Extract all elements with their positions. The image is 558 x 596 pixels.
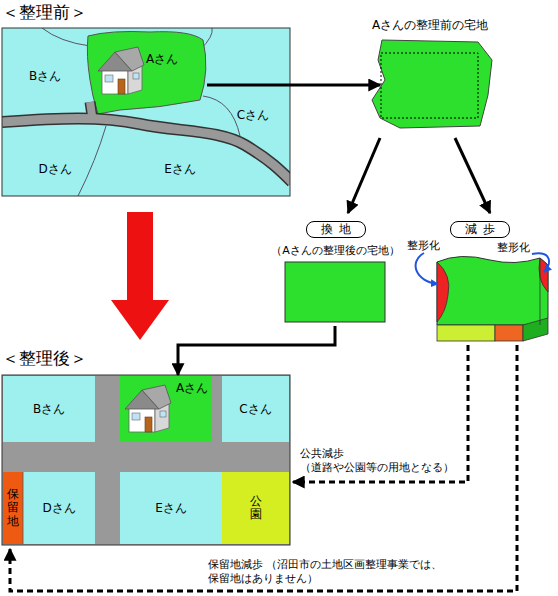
arrow-connector <box>348 138 380 213</box>
land-parcel: Bさん <box>15 64 75 88</box>
plot-before <box>381 53 478 118</box>
edge-label: 公共減歩 （道路や公園等の用地となる） <box>300 447 460 475</box>
land-parcel: Bさん <box>3 376 95 442</box>
road <box>2 375 290 545</box>
reduction-shape <box>437 325 495 341</box>
land-parcel: Dさん <box>23 472 95 544</box>
block-arrow <box>111 212 169 340</box>
reduction-shape <box>416 253 438 284</box>
arrow-connector <box>178 326 335 375</box>
after-map <box>23 472 24 544</box>
plot-figure: Aさんの整理前の宅地 <box>360 12 500 132</box>
house-icon <box>125 385 171 432</box>
reduction-shape <box>437 262 449 322</box>
label-text: Cさん <box>237 108 269 123</box>
plot-before <box>372 40 492 128</box>
label-text: 保留地 <box>7 488 19 528</box>
land-parcel: Aさん <box>88 34 205 110</box>
before-map <box>2 28 292 196</box>
reduction-box: 減歩整形化整形化 <box>405 215 555 345</box>
reduction-shape <box>416 253 549 341</box>
land-parcel: Eさん <box>145 158 215 180</box>
plot-before <box>372 40 492 128</box>
land-parcel: Dさん <box>25 158 85 180</box>
park-land: 公園 <box>222 472 289 544</box>
label-text: 公園 <box>250 495 262 521</box>
edge-layer <box>10 85 517 591</box>
label-text: 整形化 <box>497 241 530 255</box>
map-lines <box>78 126 106 196</box>
road <box>2 119 290 183</box>
replot-box: 換地 （Aさんの整理後の宅地） <box>258 215 413 325</box>
label-text: Dさん <box>38 162 71 177</box>
reduction-shape <box>437 256 548 325</box>
house-icon <box>98 47 144 94</box>
after-map <box>3 376 95 442</box>
term-badge: 減歩 <box>450 221 510 238</box>
edge-label: 保留地減歩 （沼田市の土地区画整理事業では、保留地はありません） <box>208 558 508 586</box>
reduction-shape <box>532 253 549 272</box>
label-text: Aさんの整理前の宅地 <box>372 18 488 33</box>
land-parcel: Aさん <box>120 376 212 442</box>
map-lines <box>2 28 290 196</box>
after-map <box>222 376 289 442</box>
land-parcel: Cさん <box>222 376 289 442</box>
a-plot <box>87 32 206 115</box>
reduction-shape <box>495 325 523 341</box>
section-title: ＜整理前＞ <box>2 2 87 23</box>
label-text: 整形化 <box>407 239 440 253</box>
label-text: Aさん <box>176 381 208 396</box>
map-border <box>2 28 290 196</box>
section-title: ＜整理後＞ <box>2 348 87 369</box>
label-text: Bさん <box>33 402 65 417</box>
after-map <box>120 472 222 544</box>
after-map <box>2 375 290 545</box>
label-text: Dさん <box>42 501 75 516</box>
map-panel: Bさん Aさん Cさん Dさん Eさん ＜整理前＞ <box>2 4 290 196</box>
reduction-shape <box>540 258 541 325</box>
dashed-arrow <box>10 345 517 591</box>
label-text: Eさん <box>164 162 196 177</box>
dashed-arrow <box>293 345 468 482</box>
label-text: （Aさんの整理後の宅地） <box>271 244 400 258</box>
map-border <box>2 375 290 545</box>
reduction-shape <box>523 318 548 341</box>
plot-after <box>285 262 385 322</box>
label-text: Bさん <box>29 69 61 84</box>
label-text: Eさん <box>155 501 187 516</box>
term-badge: 換地 <box>306 221 366 238</box>
arrow-connector <box>207 84 380 87</box>
land-parcel: Eさん <box>120 472 222 544</box>
after-map <box>120 376 212 442</box>
label-text: Aさん <box>146 52 178 67</box>
map-lines <box>42 28 90 46</box>
road <box>2 119 290 183</box>
after-map <box>23 472 95 544</box>
after-map <box>222 472 289 544</box>
after-map <box>3 472 23 544</box>
map-panel: Bさん Aさん Cさん保留地 Dさん Eさん 公園 ＜整理後＞ <box>2 348 290 545</box>
map-ground <box>2 28 290 196</box>
arrow-connector <box>455 138 490 213</box>
label-text: Cさん <box>239 402 271 417</box>
land-parcel: Cさん <box>222 104 284 126</box>
reserve-land: 保留地 <box>3 472 23 544</box>
